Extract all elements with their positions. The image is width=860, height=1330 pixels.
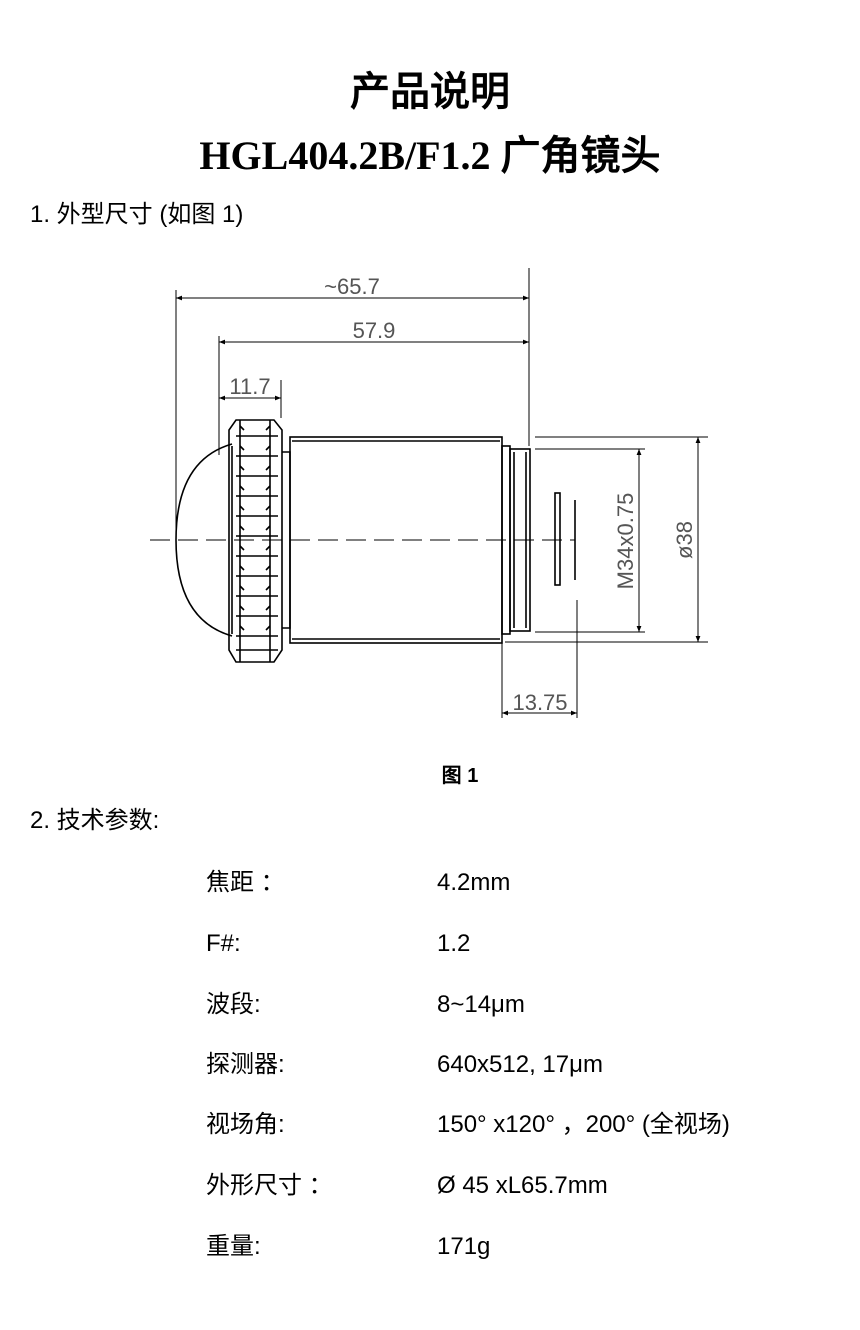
thread-label: M34x0.75 <box>613 493 638 590</box>
overall-length-label: ~65.7 <box>324 274 380 299</box>
spec-label: 重量: <box>206 1233 261 1260</box>
dimension-lines <box>176 295 701 716</box>
spec-label: 视场角: <box>206 1111 285 1138</box>
spec-value: 1.2 <box>437 930 471 957</box>
spec-value: 171g <box>437 1233 491 1260</box>
figure-caption: 图 1 <box>441 765 479 787</box>
lens-body <box>175 419 576 663</box>
spec-label: 探测器: <box>206 1051 285 1078</box>
section-heading-specs: 2. 技术参数: <box>30 807 160 834</box>
spec-label: 波段: <box>206 991 261 1018</box>
back-length-label: 13.75 <box>512 690 567 715</box>
extension-lines <box>175 268 708 718</box>
dimension-labels: ~65.7 57.9 11.7 M34x0.75 ø38 13.75 <box>229 274 697 715</box>
spec-label: 焦距 ： <box>206 869 285 896</box>
front-length-label: 11.7 <box>229 374 270 399</box>
section-heading-dimensions: 1. 外型尺寸 (如图 1) <box>30 201 244 228</box>
spec-label: F#: <box>206 930 241 957</box>
spec-value: 8~14μm <box>437 991 525 1018</box>
product-model-title: HGL404.2B/F1.2 广角镜头 <box>199 133 661 178</box>
spec-value: 4.2mm <box>437 869 511 896</box>
spec-value: 640x512, 17μm <box>437 1051 603 1078</box>
page-title: 产品说明 <box>350 69 510 114</box>
diameter-label: ø38 <box>672 521 697 559</box>
spec-label: 外形尺寸 ： <box>206 1172 333 1199</box>
spec-value: 150° x120° ，200° (全视场) <box>437 1111 730 1138</box>
spec-value: Ø 45 xL65.7mm <box>437 1172 608 1199</box>
body-length-label: 57.9 <box>353 318 396 343</box>
